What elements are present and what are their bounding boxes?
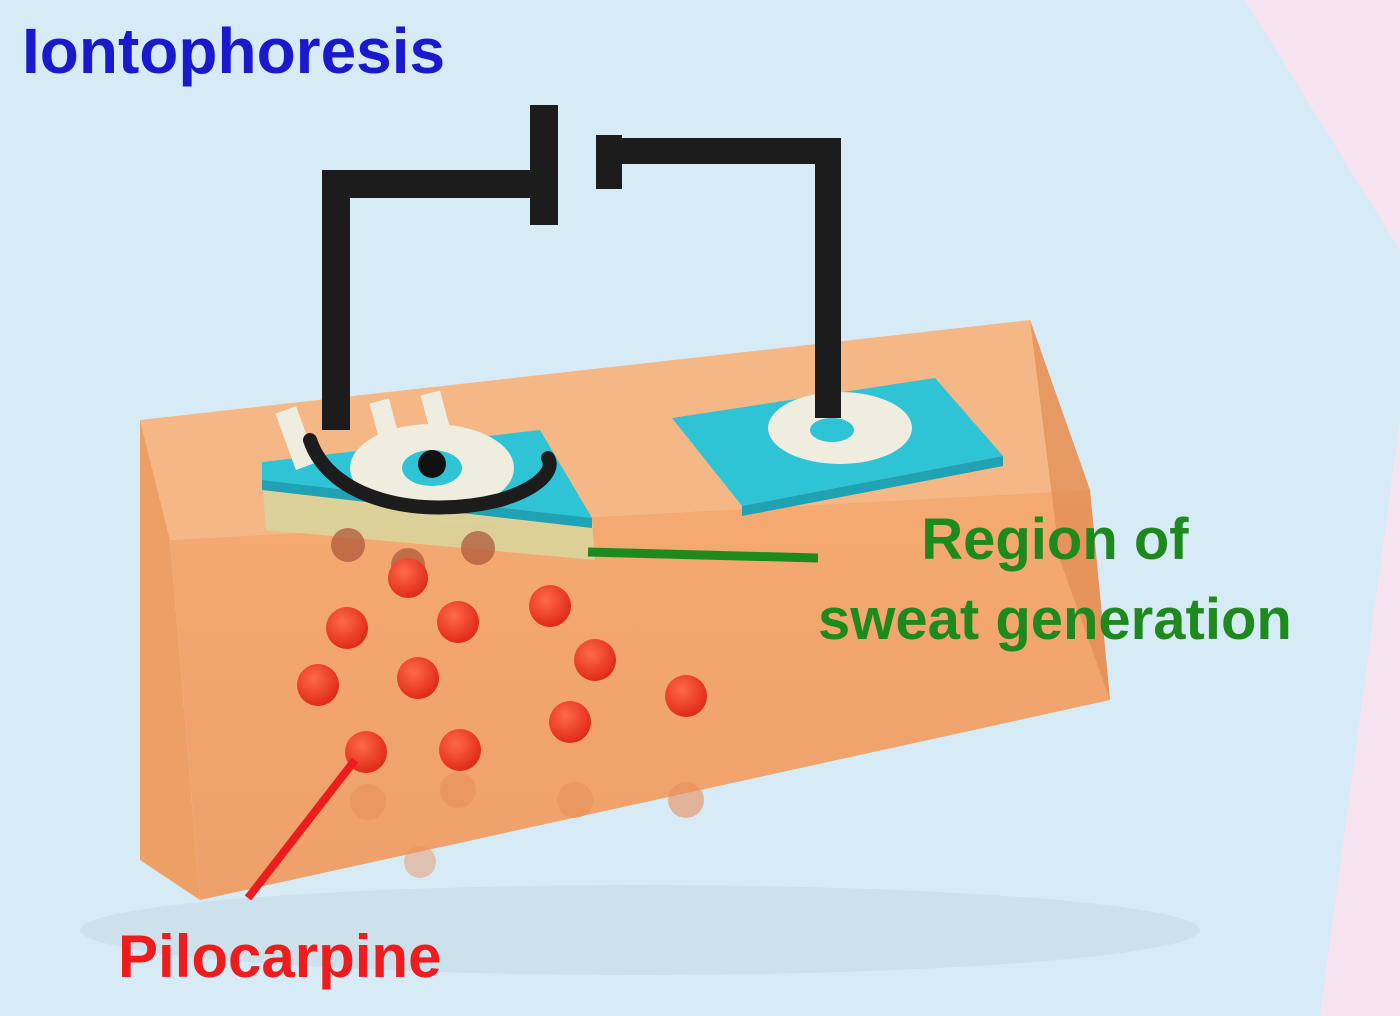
electrode-icon: [275, 390, 557, 515]
particle: [388, 558, 428, 598]
particle: [574, 639, 616, 681]
particle: [350, 784, 386, 820]
right-electrode-hole: [810, 418, 854, 442]
particle: [331, 528, 365, 562]
region-label-line1: Region of: [921, 507, 1189, 572]
particle: [461, 531, 495, 565]
particle: [297, 664, 339, 706]
particle: [404, 846, 436, 878]
particle: [549, 701, 591, 743]
region-leader-line: [587, 547, 819, 563]
skin-block-front: [140, 420, 200, 900]
particle: [397, 657, 439, 699]
particle: [326, 607, 368, 649]
particle: [529, 585, 571, 627]
particle: [439, 729, 481, 771]
pilocarpine-label: Pilocarpine: [118, 923, 442, 990]
particle: [665, 675, 707, 717]
floor-shadow: [80, 885, 1200, 975]
particle: [557, 782, 593, 818]
particle: [668, 782, 704, 818]
background-accent: [1245, 0, 1400, 1016]
particle: [437, 601, 479, 643]
right-electrode-pad-edge: [742, 456, 1003, 516]
region-label: Region of sweat generation: [818, 500, 1292, 660]
particle: [440, 772, 476, 808]
region-label-line2: sweat generation: [818, 587, 1292, 652]
skin-block-side: [1030, 320, 1110, 700]
battery-symbol-icon: [322, 105, 841, 430]
background-wedge: [1245, 0, 1400, 250]
pilocarpine-leader-line: [244, 757, 359, 901]
diagram-title: Iontophoresis: [22, 15, 446, 87]
